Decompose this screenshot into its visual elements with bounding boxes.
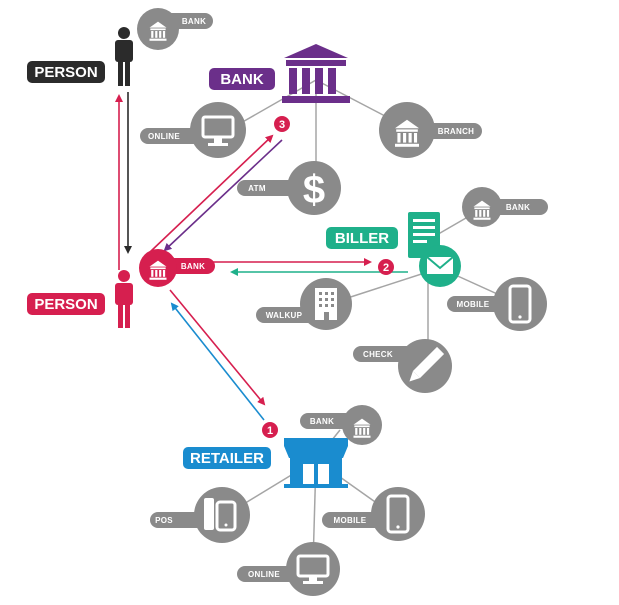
retailer-online-node: ONLINE — [237, 542, 340, 596]
person-top-tag — [27, 61, 105, 83]
step-badge-3: 3 — [274, 116, 290, 132]
svg-text:ONLINE: ONLINE — [248, 570, 280, 579]
bank-hub: BANK — [209, 44, 350, 103]
bill-document-icon — [408, 212, 440, 258]
biller-label: BILLER — [335, 230, 389, 247]
person-top: PERSON — [27, 27, 133, 86]
building-icon — [315, 288, 337, 320]
monitor-icon — [296, 554, 330, 584]
svg-text:3: 3 — [279, 119, 285, 131]
svg-text:2: 2 — [383, 262, 389, 274]
svg-text:BANK: BANK — [310, 417, 334, 426]
bank-hub-tag — [209, 68, 275, 90]
monitor-icon — [201, 115, 235, 146]
step-badge-1: 1 — [262, 422, 278, 438]
bank-hub-icon — [282, 44, 350, 103]
mobile-phone-icon — [386, 494, 410, 534]
arrow-to-bank-3 — [149, 134, 274, 253]
arrow-to-retailer-1 — [169, 289, 266, 406]
retailer-hub: RETAILER — [183, 438, 348, 488]
biller-hub: BILLER — [326, 212, 461, 287]
svg-text:WALKUP: WALKUP — [266, 311, 303, 320]
dollar-icon: $ — [303, 168, 325, 212]
svg-text:BANK: BANK — [182, 17, 206, 26]
retailer-bank-node: BANK — [300, 405, 382, 445]
bank-online-node: ONLINE — [140, 102, 246, 158]
bank-hub-label: BANK — [220, 71, 263, 88]
person-main: PERSON — [27, 270, 133, 328]
bank-branch-node: BRANCH — [379, 102, 482, 158]
person-main-icon — [115, 270, 133, 328]
svg-text:ATM: ATM — [248, 184, 266, 193]
retailer-label: RETAILER — [190, 450, 264, 467]
svg-text:BRANCH: BRANCH — [438, 127, 474, 136]
person-main-label: PERSON — [34, 296, 97, 313]
pencil-icon — [409, 346, 445, 382]
person-top-bank-node: BANK — [137, 8, 213, 50]
flow-arrows — [115, 92, 408, 421]
envelope-icon — [426, 256, 454, 274]
pos-terminal-icon — [204, 498, 237, 532]
person-main-tag — [27, 293, 105, 315]
arrow-retailer-back — [170, 302, 265, 421]
arrow-bank-3-back — [163, 139, 283, 252]
retailer-tag — [183, 447, 271, 469]
svg-text:MOBILE: MOBILE — [334, 516, 367, 525]
svg-text:POS: POS — [155, 516, 173, 525]
bank-atm-node: $ ATM — [237, 161, 341, 215]
person-top-icon — [115, 27, 133, 86]
biller-check-node: CHECK — [353, 339, 452, 393]
step-badge-2: 2 — [378, 259, 394, 275]
svg-text:MOBILE: MOBILE — [457, 300, 490, 309]
biller-walkup-node: WALKUP — [256, 278, 352, 330]
svg-text:ONLINE: ONLINE — [148, 132, 180, 141]
store-icon — [284, 438, 348, 488]
svg-text:BANK: BANK — [506, 203, 530, 212]
person-bank-node: BANK — [139, 249, 215, 287]
retailer-mobile-node: MOBILE — [322, 487, 425, 541]
mobile-phone-icon — [508, 284, 532, 324]
biller-tag — [326, 227, 398, 249]
biller-mobile-node: MOBILE — [447, 277, 547, 331]
person-top-label: PERSON — [34, 64, 97, 81]
biller-bank-node: BANK — [462, 187, 548, 227]
retailer-pos-node: POS — [150, 487, 250, 543]
svg-text:CHECK: CHECK — [363, 350, 393, 359]
svg-text:1: 1 — [267, 425, 273, 437]
svg-text:BANK: BANK — [181, 262, 205, 271]
